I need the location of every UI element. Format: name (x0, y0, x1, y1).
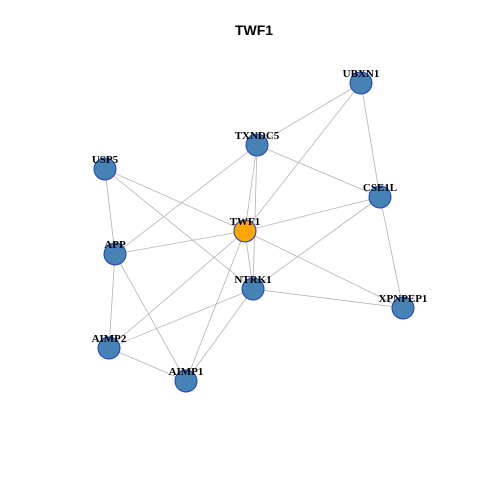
node-xpnpep1[interactable]: XPNPEP1 (379, 293, 428, 320)
edge-usp5-twf1 (104, 168, 246, 232)
edge-aimp2-aimp1 (108, 347, 187, 382)
edge-txndc5-twf1 (244, 144, 258, 232)
edge-cse1l-ntrk1 (252, 196, 381, 290)
edge-app-aimp2 (108, 253, 116, 349)
node-circle-aimp1[interactable] (174, 369, 198, 393)
edge-ntrk1-xpnpep1 (252, 288, 404, 309)
node-twf1[interactable]: TWF1 (230, 216, 261, 243)
node-label-aimp1: AIMP1 (169, 366, 204, 378)
node-label-ntrk1: NTRK1 (234, 274, 271, 286)
node-circle-cse1l[interactable] (368, 185, 392, 209)
node-circle-app[interactable] (103, 242, 127, 266)
edge-ntrk1-aimp1 (185, 288, 254, 382)
node-ntrk1[interactable]: NTRK1 (234, 274, 272, 301)
node-ubxn1[interactable]: UBXN1 (343, 68, 380, 95)
node-label-usp5: USP5 (92, 154, 119, 166)
node-circle-txndc5[interactable] (245, 133, 269, 157)
node-app[interactable]: APP (103, 239, 127, 266)
edge-ntrk1-aimp2 (108, 288, 254, 349)
edge-txndc5-cse1l (256, 144, 381, 198)
node-label-app: APP (104, 239, 126, 251)
edge-twf1-aimp2 (108, 230, 246, 349)
node-label-xpnpep1: XPNPEP1 (379, 293, 428, 305)
node-circle-ubxn1[interactable] (349, 71, 373, 95)
node-circle-usp5[interactable] (93, 157, 117, 181)
node-circle-twf1[interactable] (233, 219, 257, 243)
edge-twf1-aimp1 (185, 230, 246, 382)
edge-ubxn1-twf1 (244, 82, 362, 232)
edge-txndc5-ntrk1 (252, 144, 258, 290)
node-label-txndc5: TXNDC5 (235, 130, 280, 142)
node-usp5[interactable]: USP5 (92, 154, 119, 181)
node-circle-ntrk1[interactable] (241, 277, 265, 301)
edge-usp5-app (104, 168, 116, 255)
node-aimp1[interactable]: AIMP1 (169, 366, 204, 393)
edge-cse1l-xpnpep1 (379, 196, 404, 309)
node-label-aimp2: AIMP2 (92, 333, 127, 345)
edge-twf1-xpnpep1 (244, 230, 404, 309)
edge-app-aimp1 (114, 253, 187, 382)
node-cse1l[interactable]: CSE1L (363, 182, 397, 209)
node-circle-aimp2[interactable] (97, 336, 121, 360)
edge-ubxn1-cse1l (360, 82, 381, 198)
node-txndc5[interactable]: TXNDC5 (235, 130, 280, 157)
node-label-cse1l: CSE1L (363, 182, 397, 194)
node-aimp2[interactable]: AIMP2 (92, 333, 127, 360)
edges-layer (104, 82, 404, 382)
node-circle-xpnpep1[interactable] (391, 296, 415, 320)
graph-title: TWF1 (235, 22, 273, 38)
node-label-ubxn1: UBXN1 (343, 68, 380, 80)
edge-txndc5-app (114, 144, 258, 255)
node-label-twf1: TWF1 (230, 216, 261, 228)
edge-ubxn1-txndc5 (256, 82, 362, 146)
edge-twf1-app (114, 230, 246, 255)
edge-usp5-ntrk1 (104, 168, 254, 290)
edge-cse1l-twf1 (244, 196, 381, 232)
